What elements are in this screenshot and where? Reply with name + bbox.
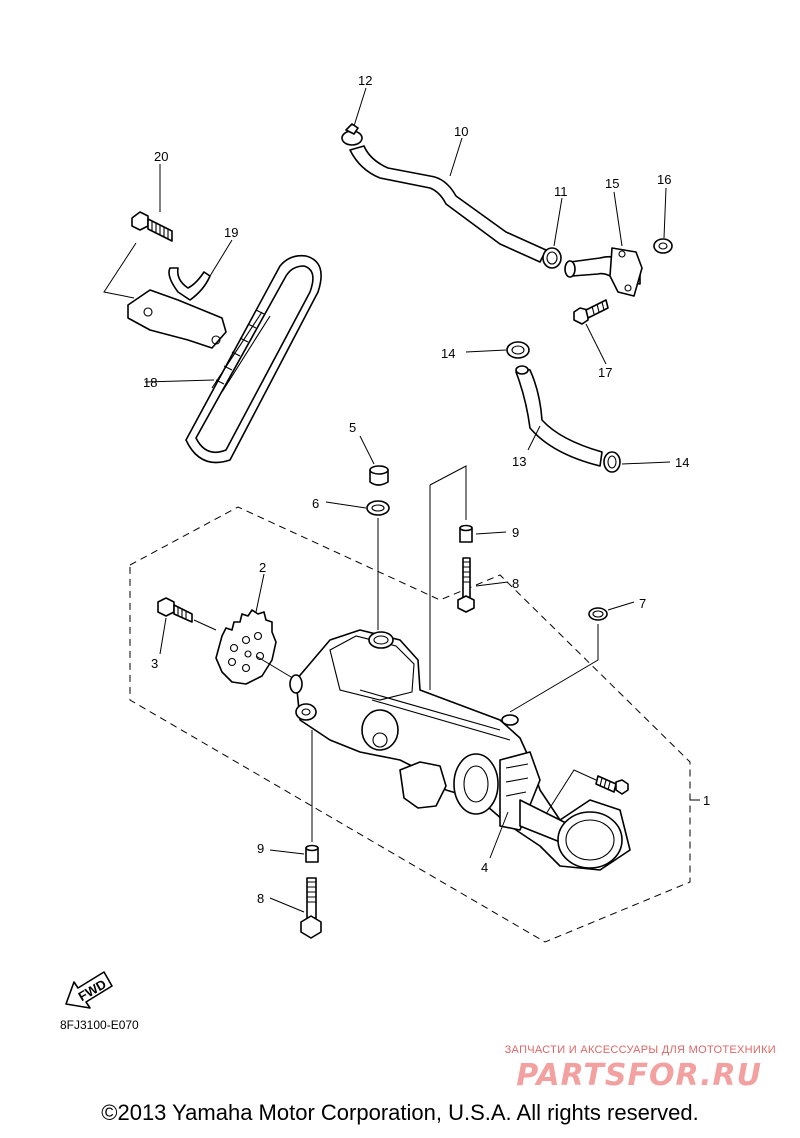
- clamp-part-12: [341, 87, 367, 146]
- callout-3: 3: [151, 656, 158, 671]
- seal-part-6: [325, 500, 390, 516]
- callout-19: 19: [224, 225, 238, 240]
- copyright-notice: ©2013 Yamaha Motor Corporation, U.S.A. A…: [101, 1100, 699, 1125]
- callout-4: 4: [481, 860, 488, 875]
- bolt-part-8-upper: [457, 557, 509, 613]
- fwd-arrow-icon: FWD: [65, 971, 113, 1009]
- hose-part-10: [349, 137, 547, 263]
- callout-15: 15: [605, 176, 619, 191]
- callout-13: 13: [512, 454, 526, 469]
- gear-part-2: [215, 573, 277, 685]
- oil-pump-assembly-part-1: [289, 629, 700, 871]
- dowel-pin-part-9-upper: [459, 524, 507, 543]
- callout-5: 5: [349, 420, 356, 435]
- callout-18: 18: [143, 375, 157, 390]
- callout-9-upper: 9: [512, 525, 519, 540]
- callout-2: 2: [259, 560, 266, 575]
- bolt-part-3: [157, 597, 193, 655]
- collar-part-5: [359, 435, 389, 486]
- callout-9-lower: 9: [257, 841, 264, 856]
- dowel-pin-part-9-lower: [269, 844, 319, 863]
- drawing-code: 8FJ3100-E070: [60, 1018, 139, 1032]
- callout-12: 12: [358, 73, 372, 88]
- watermark-tagline: ЗАПЧАСТИ И АКСЕССУАРЫ ДЛЯ МОТОТЕХНИКИ: [504, 1044, 776, 1056]
- strainer-bolt: [595, 775, 629, 795]
- pipe-part-15: [564, 191, 643, 297]
- callout-14-upper: 14: [441, 346, 455, 361]
- callout-10: 10: [454, 124, 468, 139]
- watermark-logo: PARTSFOR.RU: [516, 1058, 762, 1093]
- o-ring-part-16: [653, 187, 673, 254]
- hose-part-13: [515, 365, 603, 467]
- clamp-part-11: [542, 197, 563, 269]
- clamp-part-14-lower: [603, 451, 671, 473]
- assembly-boundary: [129, 506, 691, 943]
- bolt-part-8-lower: [269, 877, 322, 939]
- callout-1: 1: [703, 793, 710, 808]
- callout-20: 20: [154, 149, 168, 164]
- callout-8-lower: 8: [257, 891, 264, 906]
- bolt-part-20: [131, 164, 173, 242]
- chain-guide-part-19: [127, 239, 233, 349]
- callout-8-upper: 8: [512, 576, 519, 591]
- callout-6: 6: [312, 496, 319, 511]
- callout-16: 16: [657, 172, 671, 187]
- callout-14-lower: 14: [675, 455, 689, 470]
- callout-11: 11: [554, 184, 568, 199]
- bolt-part-17: [573, 299, 609, 365]
- o-ring-part-7: [588, 601, 635, 621]
- clamp-part-14-upper: [465, 341, 530, 359]
- drive-chain-part-18: [144, 254, 322, 464]
- callout-17: 17: [598, 365, 612, 380]
- callout-7: 7: [639, 596, 646, 611]
